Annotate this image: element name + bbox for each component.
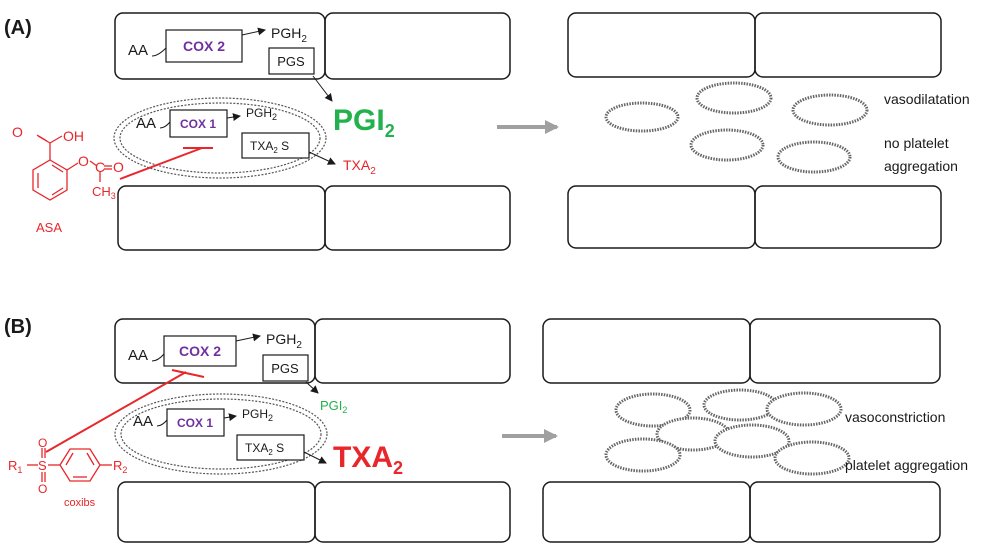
pgh2-label: PGH2 <box>271 25 307 45</box>
result-cell-top-left <box>542 318 751 384</box>
asa-ch3: CH3 <box>92 184 116 201</box>
pgs-to-pgi2-arrow <box>305 381 319 394</box>
outcome-vasodilatation: vasodilatation <box>884 91 970 107</box>
platelet <box>776 140 852 174</box>
coxib-inhibition-bar <box>171 369 205 378</box>
dispersed-platelets <box>604 81 869 174</box>
aa-platelet-label: AA <box>136 115 156 132</box>
pgi2-label: PGI2 <box>320 398 347 415</box>
pgh2-platelet-label: PGH2 <box>246 106 277 122</box>
platelet <box>614 392 692 428</box>
cox1-to-pgh2-arrow <box>226 113 241 122</box>
platelet <box>765 391 843 427</box>
platelet-inner <box>120 398 322 470</box>
endothelial-cell-bottom-right <box>324 185 511 251</box>
platelet <box>773 440 851 476</box>
pgs-box <box>268 47 315 75</box>
coxib-s: S <box>38 458 47 473</box>
aggregated-platelets <box>604 388 851 476</box>
pgh2-label: PGH2 <box>266 331 302 351</box>
cox1-label: COX 1 <box>180 117 216 131</box>
outcome-aggregation: aggregation <box>884 158 958 174</box>
txa2-label: TXA2 <box>343 157 376 177</box>
platelet-outer <box>114 393 328 475</box>
result-cell-bottom-left <box>567 185 756 249</box>
platelet <box>604 437 682 473</box>
txa2-synthase-box <box>236 434 305 461</box>
coxibs-label: coxibs <box>64 497 96 509</box>
outcome-no-platelet: no platelet <box>884 135 949 151</box>
asa-label: ASA <box>36 220 62 235</box>
endothelial-cell-bottom-left <box>117 481 316 543</box>
platelet <box>702 388 778 422</box>
result-cell-top-right <box>754 12 942 78</box>
aa-connector <box>151 353 165 362</box>
asa-o-carbonyl: O <box>113 159 124 175</box>
pgi2-label: PGI2 <box>333 104 395 141</box>
platelet <box>713 423 791 459</box>
cox2-box <box>165 29 243 63</box>
pgs-box <box>262 354 309 382</box>
aa-platelet-connector <box>159 121 171 129</box>
result-cell-bottom-right <box>749 481 941 543</box>
result-cell-bottom-left <box>542 481 751 543</box>
cox1-to-pgh2-arrow <box>223 413 237 422</box>
platelet-outer <box>113 97 327 179</box>
cox1-box <box>166 408 225 437</box>
aa-connector <box>151 47 167 57</box>
result-cell-bottom-right <box>754 185 942 249</box>
platelet-inner <box>119 102 321 174</box>
result-cell-top-left <box>567 12 756 78</box>
asa-o-ester: O <box>78 153 89 169</box>
platelet <box>604 101 680 133</box>
coxib-structure <box>27 448 112 482</box>
endothelial-cell-bottom-right <box>314 481 511 543</box>
result-cell-top-right <box>749 318 941 384</box>
coxib-o-top: O <box>38 436 47 450</box>
platelet <box>695 81 773 115</box>
txa2-label: TXA2 <box>333 441 403 478</box>
pgs-to-pgi2-arrow <box>312 75 333 102</box>
endothelial-cell-top-right <box>324 12 511 80</box>
pgs-label: PGS <box>271 361 299 376</box>
txa2s-to-txa2-arrow <box>303 451 327 464</box>
aa-label: AA <box>128 42 148 59</box>
cox2-to-pgh2-arrow <box>235 333 261 342</box>
coxib-inhibition-line <box>45 371 187 453</box>
asa-oh: OH <box>63 128 84 144</box>
coxib-r2: R2 <box>113 458 127 475</box>
asa-inhibition-line <box>119 147 203 180</box>
cox1-box <box>169 109 228 138</box>
asa-o-top: O <box>12 124 23 140</box>
asa-structure <box>32 134 112 201</box>
panel-b-label: (B) <box>4 316 32 338</box>
asa-c: C <box>95 159 105 175</box>
panel-b: (B) AA COX 2 PGH2 PGS PGI2 AA COX 1 PGH2… <box>4 316 968 543</box>
outcome-vasoconstriction: vasoconstriction <box>845 409 945 425</box>
aa-platelet-connector <box>156 419 168 427</box>
coxib-r1: R1 <box>8 458 22 475</box>
endothelial-cell-top-right <box>314 318 511 384</box>
platelet <box>791 93 869 127</box>
cox1-label: COX 1 <box>177 416 213 430</box>
txa2-synthase-label: TXA2 S <box>250 139 289 155</box>
coxib-o-bottom: O <box>38 482 47 496</box>
aa-label: AA <box>128 347 148 364</box>
pgh2-platelet-label: PGH2 <box>242 407 273 423</box>
panel-a-label: (A) <box>4 17 32 39</box>
txa2-synthase-box <box>241 132 310 159</box>
cox2-to-pgh2-arrow <box>241 27 266 36</box>
cox2-label: COX 2 <box>179 343 221 359</box>
platelet <box>689 128 765 162</box>
endothelial-cell-bottom-left <box>117 185 326 251</box>
aa-platelet-label: AA <box>133 413 153 430</box>
txa2s-to-txa2-arrow <box>308 151 336 165</box>
outcome-platelet-aggregation: platelet aggregation <box>845 457 968 473</box>
panel-a: (A) AA COX 2 PGH2 PGS PGI2 AA COX 1 PGH2… <box>4 12 970 251</box>
cox2-box <box>163 335 237 367</box>
pgs-label: PGS <box>277 54 305 69</box>
cox2-label: COX 2 <box>183 38 225 54</box>
txa2-synthase-label: TXA2 S <box>245 441 284 457</box>
